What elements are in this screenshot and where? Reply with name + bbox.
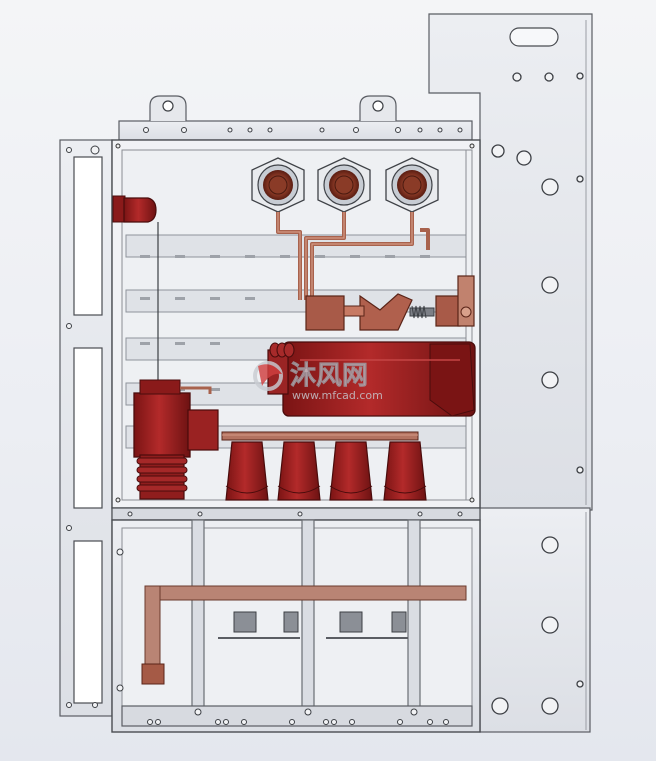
bushing-2 [317,157,371,213]
copper-busbar-highlights [277,212,413,300]
conical-insulator-1 [225,441,269,501]
compartment-separator [111,507,481,521]
watermark: 沐风网 www.mfcad.com [253,361,383,402]
disconnector [305,275,475,331]
left-insulator-top [112,195,159,380]
lifting-slot [509,27,559,47]
watermark-url: www.mfcad.com [292,389,383,402]
right-lower-panel [479,507,591,733]
mfcad-logo-icon [253,361,283,391]
lower-compartment [111,519,481,733]
conical-insulator-2 [277,441,321,501]
right-panel-holes [491,72,584,715]
left-side-frame [59,139,113,717]
lower-busbar [221,431,419,441]
cable-brackets [233,611,407,633]
watermark-name: 沐风网 [290,361,368,391]
conical-insulator-4 [383,441,427,501]
side-window-middle [73,347,103,509]
current-transformer [133,379,219,500]
bushing-1 [251,157,305,213]
top-cover [118,95,473,141]
side-window-bottom [73,540,103,704]
side-window-top [73,156,103,316]
bushing-3 [385,157,439,213]
conical-insulator-3 [329,441,373,501]
